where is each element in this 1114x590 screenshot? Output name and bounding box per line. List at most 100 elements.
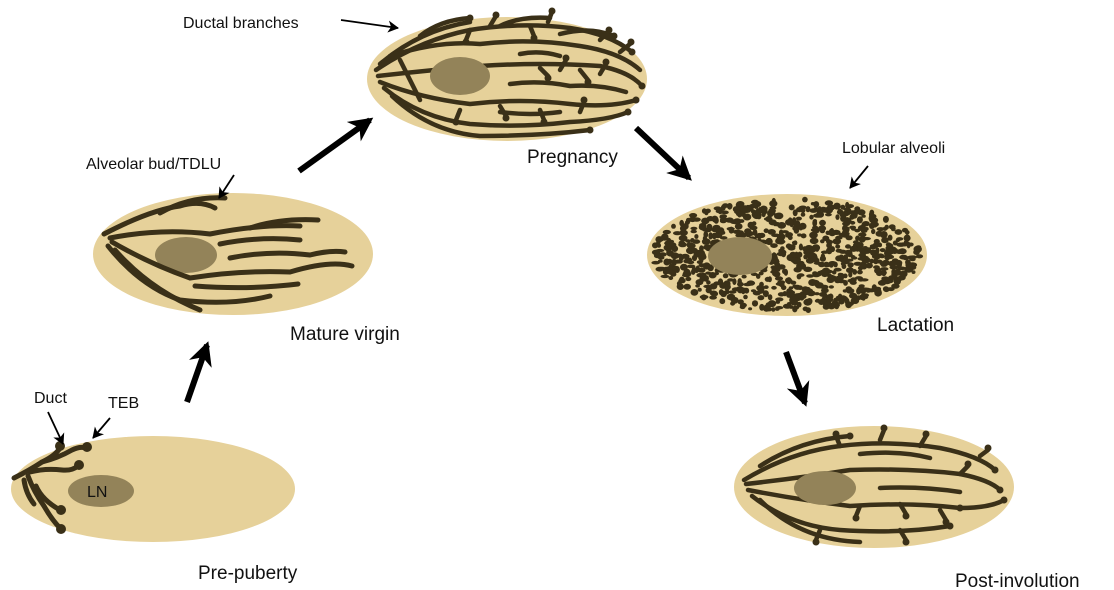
alveolus — [806, 307, 811, 313]
alveolus — [743, 214, 751, 221]
alveolus — [896, 249, 903, 254]
alveolus — [759, 271, 764, 275]
duct-pointer-arrow — [48, 412, 63, 444]
alveolus — [857, 270, 863, 275]
alveolus — [776, 266, 780, 271]
alveolus — [860, 253, 865, 260]
alveolus — [756, 291, 761, 295]
alveolus — [882, 240, 888, 243]
alveolus — [845, 301, 852, 308]
alveolus — [666, 246, 671, 253]
alveolus — [891, 226, 896, 231]
alveolus — [829, 285, 834, 288]
alveolus — [708, 232, 712, 239]
alveolus — [736, 210, 740, 216]
alveolus — [720, 219, 727, 224]
alveolus — [702, 208, 707, 213]
alveolus — [827, 303, 835, 310]
alveolus — [896, 243, 905, 247]
duct-label: Duct — [34, 390, 67, 407]
alveolus — [792, 226, 797, 231]
alveolus — [822, 268, 831, 275]
stage-mature-virgin: Alveolar bud/TDLU Mature virgin — [86, 156, 400, 345]
alveolus — [759, 282, 764, 287]
alveolus — [785, 293, 793, 296]
alveolus — [685, 277, 691, 281]
alveolus — [751, 209, 756, 213]
alveolus — [832, 270, 837, 274]
lymph-node-post-involution — [794, 471, 856, 505]
alveolus — [790, 300, 798, 306]
alveolus — [660, 237, 666, 241]
alveolus — [764, 307, 772, 311]
alveolus — [714, 206, 722, 210]
alveolus — [789, 204, 795, 210]
alveolus — [813, 230, 820, 233]
arrow-lactation-to-post-involution — [786, 352, 805, 403]
alveolus — [828, 230, 836, 236]
alveolus — [679, 277, 685, 283]
stage-label-lactation: Lactation — [877, 315, 954, 336]
alveolus — [801, 208, 806, 213]
alveolus — [764, 285, 769, 289]
alveolus — [743, 283, 751, 287]
alveolus — [727, 227, 735, 231]
alveolus — [786, 277, 792, 284]
alveolus — [677, 283, 684, 290]
alveolus — [663, 230, 671, 234]
alveolus — [810, 238, 819, 244]
alveolus — [843, 280, 848, 286]
alveolus — [695, 284, 700, 287]
alveolus — [835, 276, 843, 282]
alveolus — [835, 236, 842, 240]
lymph-node-pregnancy — [430, 57, 490, 95]
alveolus — [803, 299, 812, 306]
alveolus — [698, 268, 706, 273]
alveolus — [880, 231, 888, 238]
alveolus — [733, 230, 742, 234]
alveolus — [861, 230, 867, 233]
alveolus — [777, 222, 786, 229]
alveolus — [871, 229, 875, 234]
alveolus — [888, 235, 893, 241]
alveolus — [700, 273, 706, 277]
alveolus — [742, 275, 747, 279]
alveolus — [691, 289, 699, 296]
alveolus — [672, 266, 678, 272]
alveolus — [689, 217, 697, 222]
alveolus — [839, 296, 844, 303]
alveolus — [744, 228, 751, 234]
lobular-alveoli-pointer-arrow — [850, 166, 868, 188]
alveolus — [876, 272, 882, 277]
alveolus — [679, 235, 688, 241]
alveolus — [652, 250, 660, 255]
alveolus — [909, 262, 914, 268]
alveolus — [825, 297, 833, 302]
alveolus — [748, 307, 752, 310]
alveolus — [671, 245, 678, 252]
alveolus — [698, 288, 702, 292]
alveolus — [714, 292, 718, 296]
alveolus — [776, 213, 782, 218]
alveolus — [721, 211, 729, 215]
alveolus — [844, 250, 852, 255]
alveolus — [809, 253, 817, 260]
alveolus — [793, 285, 801, 289]
alveolus — [909, 255, 917, 259]
alveolus — [759, 304, 764, 311]
alveolus — [858, 232, 866, 237]
alveolus — [786, 289, 793, 292]
arrow-pregnancy-to-lactation — [636, 128, 689, 178]
teb-pointer-arrow — [93, 418, 110, 438]
alveolus — [833, 203, 840, 210]
alveolus — [683, 284, 691, 290]
alveolus — [848, 272, 852, 278]
alveolus — [683, 259, 690, 264]
alveolus — [666, 238, 671, 242]
alveolus — [818, 226, 824, 231]
alveolus — [652, 242, 658, 248]
alveolus — [771, 286, 777, 290]
stage-label-pregnancy: Pregnancy — [527, 147, 618, 168]
alveolus — [883, 216, 889, 223]
